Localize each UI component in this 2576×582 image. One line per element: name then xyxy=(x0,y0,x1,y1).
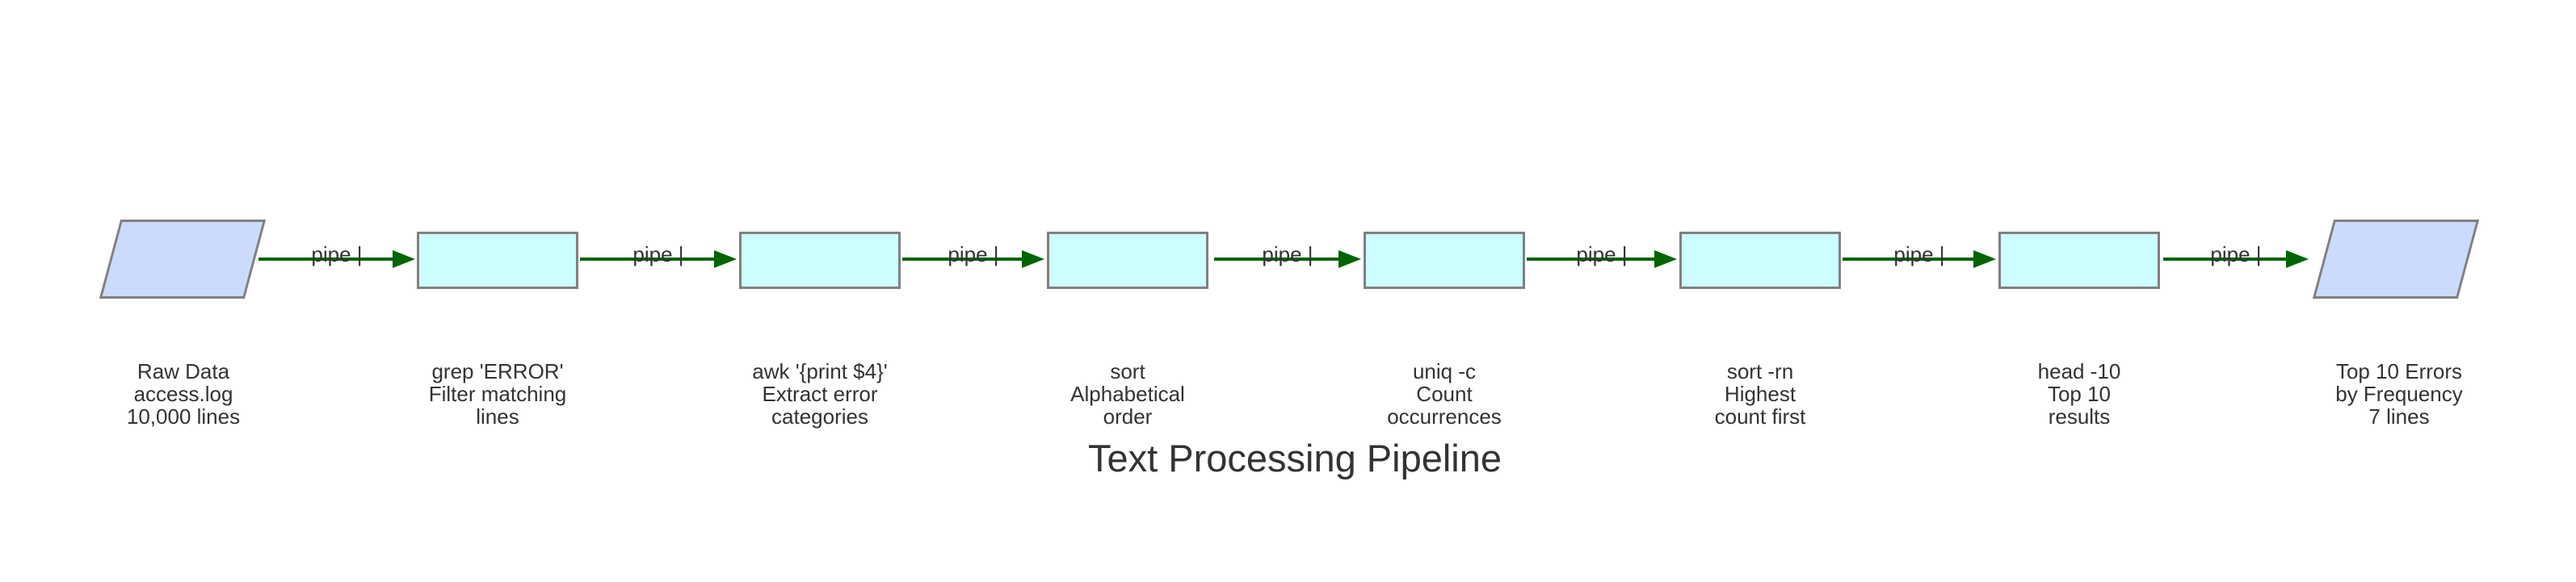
label-line: count first xyxy=(1714,404,1806,429)
label-line: sort -rn xyxy=(1726,359,1794,383)
label-line: order xyxy=(1103,404,1153,429)
pipe-label: pipe | xyxy=(948,242,999,266)
pipe-arrow-7: pipe | xyxy=(2163,236,2309,271)
arrow-shaft xyxy=(902,258,1023,261)
arrow-head-icon xyxy=(2286,250,2309,268)
label-line: Count xyxy=(1416,382,1473,406)
pipe-label: pipe | xyxy=(1893,242,1945,266)
label-line: Highest xyxy=(1724,382,1796,406)
label-line: lines xyxy=(476,404,519,429)
label-line: 10,000 lines xyxy=(126,404,241,429)
label-line: uniq -c xyxy=(1412,359,1477,383)
awk-node-label: awk '{print $4}' Extract error categorie… xyxy=(699,360,941,428)
sort-rn-process-shape xyxy=(1679,232,1841,289)
label-line: categories xyxy=(771,404,868,429)
label-line: head -10 xyxy=(2037,359,2121,383)
label-line: Raw Data xyxy=(137,359,230,383)
arrow-head-icon xyxy=(1973,250,1996,268)
label-line: access.log xyxy=(133,382,233,406)
pipe-label: pipe | xyxy=(1576,242,1628,266)
label-line: Top 10 Errors xyxy=(2335,359,2463,383)
grep-node-label: grep 'ERROR' Filter matching lines xyxy=(376,360,619,428)
arrow-shaft xyxy=(2163,258,2288,261)
label-line: results xyxy=(2048,404,2111,429)
arrow-head-icon xyxy=(1654,250,1677,268)
arrow-shaft xyxy=(1843,258,1975,261)
label-line: occurrences xyxy=(1387,404,1502,429)
sort-rn-node-label: sort -rn Highest count first xyxy=(1639,360,1881,428)
arrow-shaft xyxy=(258,258,394,261)
pipe-arrow-2: pipe | xyxy=(580,236,737,271)
label-line: Extract error xyxy=(762,382,878,406)
label-line: by Frequency xyxy=(2335,382,2463,406)
sort-node-label: sort Alphabetical order xyxy=(1006,360,1249,428)
head-node-label: head -10 Top 10 results xyxy=(1958,360,2200,428)
label-line: sort xyxy=(1110,359,1145,383)
pipe-label: pipe | xyxy=(632,242,684,266)
head-process-shape xyxy=(1998,232,2160,289)
label-line: 7 lines xyxy=(2368,404,2430,429)
pipe-label: pipe | xyxy=(1262,242,1313,266)
uniq-process-shape xyxy=(1364,232,1525,289)
arrow-shaft xyxy=(1214,258,1340,261)
pipe-label: pipe | xyxy=(2210,242,2262,266)
arrow-head-icon xyxy=(393,250,415,268)
sort-process-shape xyxy=(1047,232,1208,289)
label-line: Alphabetical xyxy=(1070,382,1185,406)
pipe-arrow-6: pipe | xyxy=(1843,236,1996,271)
input-parallelogram-shape xyxy=(99,220,267,299)
arrow-shaft xyxy=(1527,258,1656,261)
grep-process-shape xyxy=(417,232,578,289)
arrow-shaft xyxy=(580,258,716,261)
output-parallelogram-shape xyxy=(2312,220,2480,299)
output-node-label: Top 10 Errors by Frequency 7 lines xyxy=(2278,360,2520,428)
label-line: Filter matching xyxy=(428,382,567,406)
arrow-head-icon xyxy=(1022,250,1044,268)
label-line: awk '{print $4}' xyxy=(752,359,888,383)
label-line: grep 'ERROR' xyxy=(431,359,564,383)
input-node-label: Raw Data access.log 10,000 lines xyxy=(62,360,305,428)
uniq-node-label: uniq -c Count occurrences xyxy=(1323,360,1565,428)
label-line: Top 10 xyxy=(2047,382,2112,406)
pipe-arrow-5: pipe | xyxy=(1527,236,1677,271)
diagram-title: Text Processing Pipeline xyxy=(1087,437,1502,479)
pipe-arrow-1: pipe | xyxy=(258,236,415,271)
pipe-arrow-3: pipe | xyxy=(902,236,1044,271)
pipe-arrow-4: pipe | xyxy=(1214,236,1361,271)
arrow-head-icon xyxy=(1338,250,1361,268)
arrow-head-icon xyxy=(714,250,737,268)
awk-process-shape xyxy=(739,232,901,289)
pipe-label: pipe | xyxy=(311,242,363,266)
